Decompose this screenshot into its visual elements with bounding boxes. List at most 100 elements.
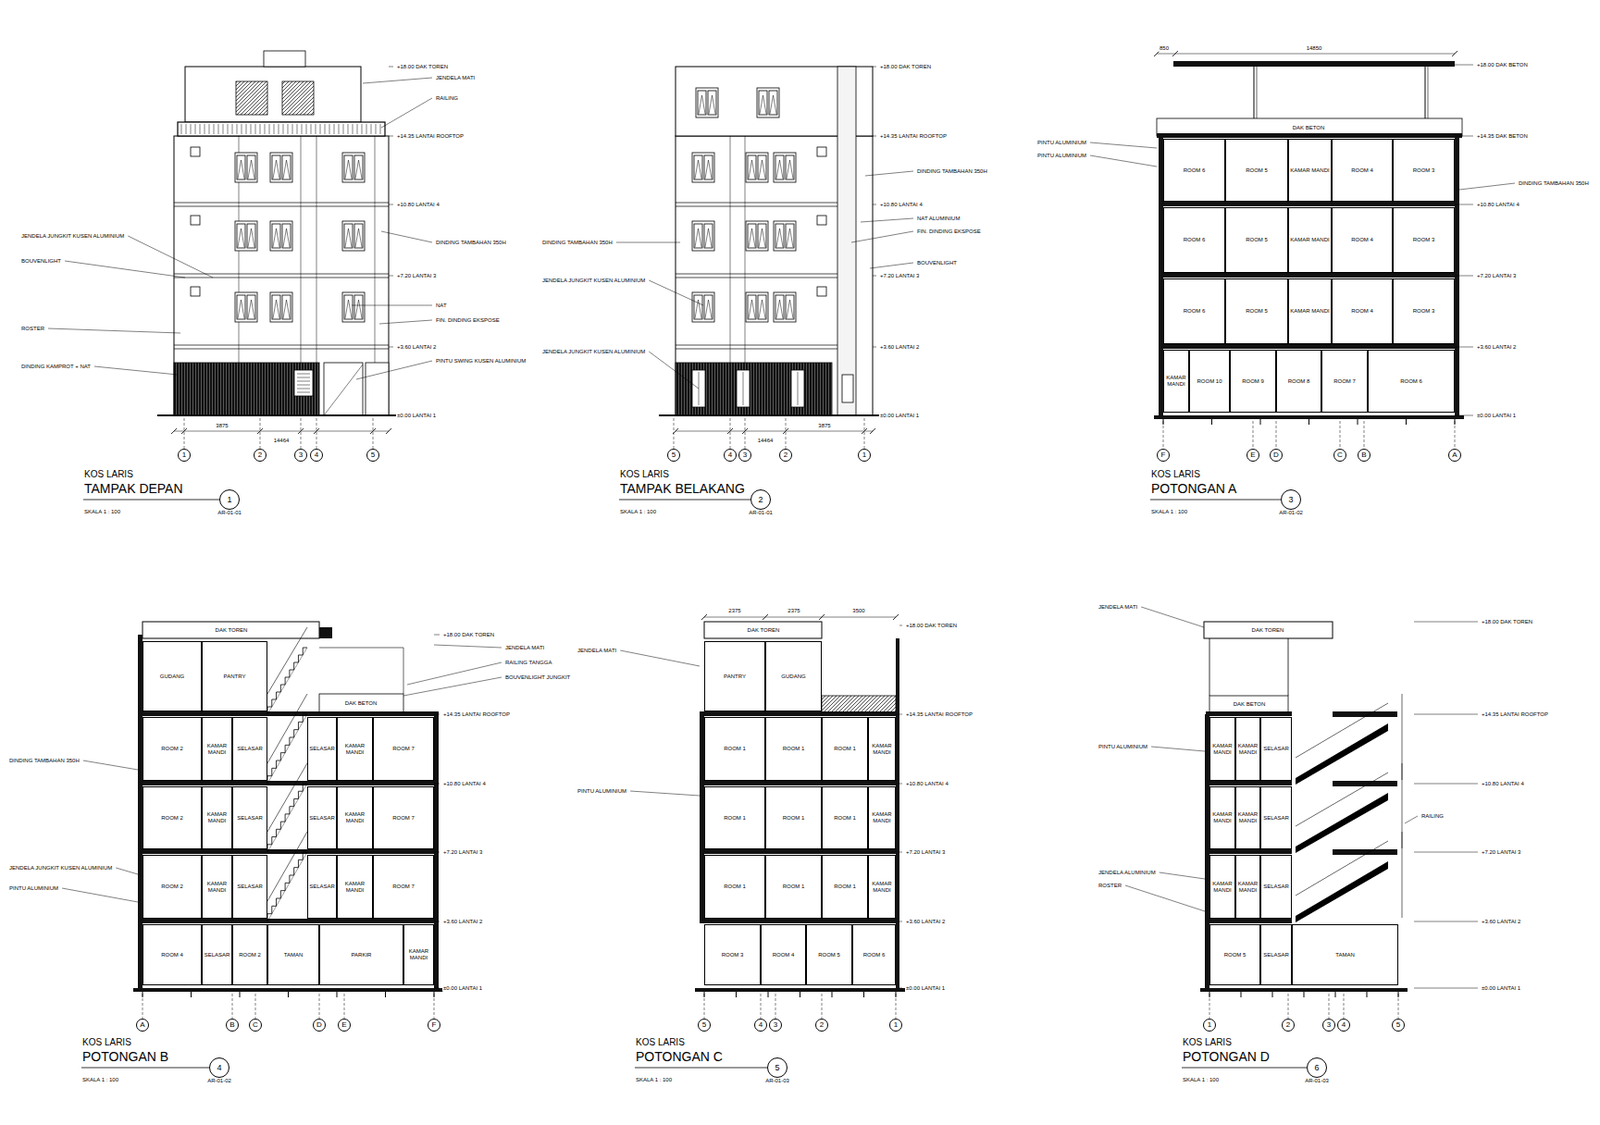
window-mark [283, 299, 290, 319]
railing-bar [306, 124, 308, 135]
node-text: KAMAR MANDI [1211, 743, 1234, 756]
room-box: ROOM 7 [1321, 349, 1368, 413]
building-drawings [81, 50, 1464, 1068]
node-text: 5 [371, 451, 375, 459]
node-text: ROOM 4 [161, 952, 184, 959]
node-text: A [139, 1021, 145, 1030]
node-text: ROOM 3 [1413, 167, 1436, 174]
concrete-roof [1209, 695, 1289, 713]
grid-line [1276, 421, 1278, 449]
annotation-label: DINDING TAMBAHAN 350H [1517, 180, 1590, 187]
node-text: ROOM 7 [392, 745, 415, 753]
railing-bar [199, 124, 201, 135]
railing-bar [190, 124, 192, 135]
leader-line [851, 231, 914, 243]
door [842, 374, 854, 403]
railing-bar [343, 124, 345, 135]
vent [817, 147, 827, 157]
node-text: 4 [216, 1064, 222, 1073]
window-pane [704, 223, 713, 249]
grid-bubble: 5 [667, 448, 681, 462]
window [342, 292, 365, 323]
node-text: 2 [819, 1021, 824, 1030]
room-box: ROOM 2 [142, 786, 202, 850]
leader-line [381, 231, 433, 243]
node-text: ROOM 1 [782, 815, 806, 822]
wall-outline [319, 627, 333, 639]
leader-line [1454, 275, 1474, 277]
floor-slab [699, 918, 900, 924]
column [1256, 66, 1258, 119]
grid-line [1343, 993, 1345, 1019]
railing-bar [186, 124, 187, 135]
grid-bubble: 3 [294, 448, 308, 462]
annotation-label: DAK BETON [344, 700, 379, 707]
grid-bubble: C [1333, 448, 1347, 462]
grid-bubble: 1 [177, 448, 191, 462]
grid-bubble: E [1246, 448, 1260, 462]
annotation-label: ±0.00 LANTAI 1 [396, 412, 437, 420]
grid-line [895, 993, 897, 1019]
window-mark [786, 299, 794, 319]
node-text: 5 [702, 1021, 707, 1030]
annotation-label: DINDING TAMBAHAN 350H [541, 239, 614, 247]
annotation-label: FIN. DINDING EKSPOSE [434, 317, 501, 324]
window-pane [354, 223, 363, 249]
grid-line [785, 418, 787, 449]
drawing-line [297, 388, 311, 390]
window-mark [769, 95, 777, 114]
window [270, 152, 293, 183]
railing-bar [375, 124, 377, 135]
annotation-label: 2375 [727, 607, 742, 615]
foundation [384, 992, 386, 998]
node-text: ROOM 2 [161, 883, 184, 891]
drawing-line [743, 372, 745, 406]
room-box: SELASAR [307, 786, 337, 850]
room-box: SELASAR [1260, 717, 1292, 782]
node-text: B [1361, 451, 1366, 459]
window [235, 292, 258, 323]
leader-line [1404, 816, 1418, 824]
grid-bubble: 4 [723, 448, 737, 462]
annotation-label: POTONGAN B [81, 1050, 170, 1065]
leader-line [1454, 347, 1474, 348]
annotation-label: PINTU ALUMINIUM [1097, 744, 1149, 751]
node-text: KAMAR MANDI [203, 880, 231, 894]
drawing-line [675, 345, 838, 347]
node-text: 1 [1207, 1021, 1212, 1030]
leader-line [872, 347, 877, 348]
node-text: ROOM 1 [723, 815, 746, 822]
wall-outline [263, 50, 306, 67]
node-text: ROOM 9 [1241, 378, 1265, 385]
leader-line [1459, 183, 1515, 190]
node-text: AR-01-03 [1304, 1078, 1329, 1084]
node-text: ROOM 5 [1245, 167, 1268, 174]
node-text: AR-01-02 [207, 1078, 232, 1084]
room-box: ROOM 6 [1367, 349, 1455, 413]
stair-stringer [267, 647, 308, 715]
window [235, 221, 258, 251]
grid-line [821, 993, 823, 1019]
annotation-label: JENDELA MATI [504, 644, 546, 652]
floor-slab [138, 781, 439, 786]
dimension-line [675, 431, 873, 433]
ground-line [157, 414, 398, 417]
leader-line [434, 644, 502, 648]
foundation [1335, 992, 1337, 998]
annotation-label: +10.80 LANTAI 4 [396, 201, 441, 209]
leader-line [388, 347, 394, 348]
grid-bubble: F [1156, 448, 1170, 462]
window-pane [747, 155, 757, 180]
window-pane [758, 90, 768, 115]
annotation-label: KOS LARIS [634, 1037, 686, 1048]
room-box: SELASAR [232, 717, 268, 782]
node-text: ROOM 5 [818, 952, 841, 959]
window-pane [272, 223, 281, 249]
node-text: SELASAR [1263, 883, 1290, 891]
node-text: SELASAR [1263, 745, 1290, 753]
column [1425, 66, 1427, 119]
node-text: ROOM 1 [782, 745, 806, 753]
drawing-line [675, 206, 838, 208]
annotation-label: PINTU ALUMINIUM [1036, 139, 1088, 147]
